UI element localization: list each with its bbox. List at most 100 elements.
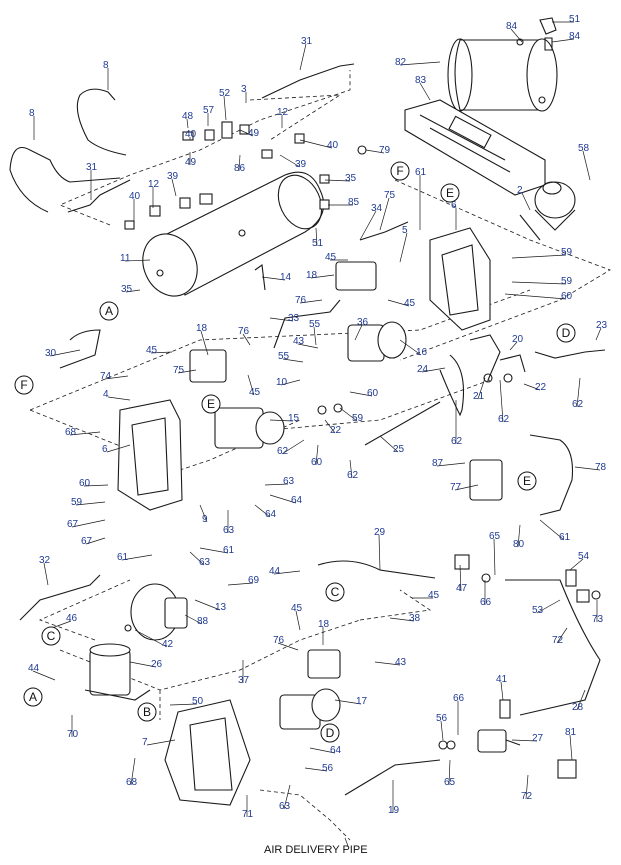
part-number-label: 61: [223, 545, 235, 556]
leader-line: [509, 341, 518, 351]
leader-line: [189, 551, 205, 566]
leader-line: [281, 439, 305, 455]
air-tank-small: [447, 17, 558, 112]
part-number-label: 18: [306, 270, 318, 281]
part-number-label: 5: [402, 225, 408, 236]
marker-circle: [14, 375, 34, 395]
brake-chamber: [124, 583, 188, 641]
part-number-label: 31: [86, 162, 98, 173]
leader-line: [510, 28, 523, 43]
marker-letter: F: [20, 378, 27, 392]
flex-hoses-top-left: [9, 63, 355, 213]
leader-line: [310, 274, 335, 279]
leader-line: [200, 330, 209, 356]
marker-letter: F: [396, 164, 403, 178]
part-number-label: 61: [559, 532, 571, 543]
part-number-label: 59: [352, 413, 364, 424]
leader-line: [106, 444, 131, 453]
pressure-valve: [477, 729, 577, 779]
leader-line: [277, 642, 299, 651]
part-number-label: 58: [578, 143, 590, 154]
leader-line: [523, 383, 541, 391]
part-number-label: 26: [151, 659, 163, 670]
marker-circle: [23, 687, 43, 707]
part-number-label: 62: [277, 446, 289, 457]
leader-line: [107, 396, 131, 401]
part-number-label: 68: [65, 427, 77, 438]
leader-line: [150, 351, 173, 354]
leader-line: [574, 466, 601, 471]
leader-line: [556, 627, 568, 644]
leader-line: [199, 547, 229, 554]
leader-line: [374, 661, 401, 666]
part-number-label: 33: [288, 313, 300, 324]
leader-line: [525, 774, 529, 800]
leader-line: [539, 519, 565, 541]
leader-line: [324, 179, 351, 182]
part-number-label: 40: [129, 191, 141, 202]
marker-letter: E: [523, 474, 531, 488]
mounting-frame-left: [117, 399, 183, 511]
part-number-label: 63: [223, 525, 235, 536]
leader-line: [440, 720, 444, 741]
leader-line: [477, 377, 486, 400]
leader-line: [69, 431, 101, 436]
part-number-label: 81: [565, 727, 577, 738]
part-number-label: 38: [409, 613, 421, 624]
marker-letter: E: [207, 397, 215, 411]
leader-line: [569, 558, 584, 571]
marker-letter: D: [562, 326, 571, 340]
connection-marker: A: [23, 687, 43, 707]
hoses-and-clamps: [317, 334, 526, 415]
leader-line: [389, 617, 415, 622]
part-number-label: 61: [117, 552, 129, 563]
marker-circle: [99, 301, 119, 321]
part-number-label: 15: [288, 413, 300, 424]
marker-circle: [556, 323, 576, 343]
part-number-label: 53: [532, 605, 544, 616]
part-number-label: 86: [234, 163, 246, 174]
connection-marker: E: [201, 394, 221, 414]
part-number-label: 63: [279, 801, 291, 812]
part-number-label: 7: [142, 737, 148, 748]
part-number-label: 62: [347, 470, 359, 481]
connection-marker: F: [14, 375, 34, 395]
leader-line: [379, 197, 390, 231]
marker-circle: [390, 161, 410, 181]
part-number-label: 66: [480, 597, 492, 608]
leader-line: [511, 281, 567, 285]
marker-letter: D: [326, 726, 335, 740]
part-number-label: 88: [197, 616, 209, 627]
part-number-label: 27: [532, 733, 544, 744]
part-number-label: 61: [415, 167, 427, 178]
air-dryer: [84, 643, 151, 701]
leader-line: [85, 537, 106, 545]
part-number-label: 45: [291, 603, 303, 614]
leader-line: [227, 582, 254, 586]
part-number-label: 35: [121, 284, 133, 295]
part-number-label: 44: [269, 566, 281, 577]
part-number-label: 32: [39, 555, 51, 566]
part-number-label: 40: [327, 140, 339, 151]
part-number-label: 36: [357, 317, 369, 328]
leader-line: [582, 150, 591, 181]
part-number-label: 9: [202, 514, 208, 525]
leader-line: [125, 289, 141, 293]
part-number-label: 13: [215, 602, 227, 613]
marker-circle: [41, 626, 61, 646]
part-number-label: 66: [453, 693, 465, 704]
marker-circle: [517, 471, 537, 491]
part-number-label: 75: [384, 190, 396, 201]
leader-line: [365, 149, 385, 154]
small-parts-right: [438, 459, 601, 750]
part-number-label: 39: [167, 171, 179, 182]
marker-letter: E: [446, 186, 454, 200]
part-number-label: 45: [249, 387, 261, 398]
oil-reservoir: [519, 181, 576, 241]
leader-line: [177, 369, 197, 374]
part-number-label: 45: [428, 590, 440, 601]
part-number-label: 65: [444, 777, 456, 788]
part-number-label: 59: [561, 247, 573, 258]
marker-circle: [440, 183, 460, 203]
